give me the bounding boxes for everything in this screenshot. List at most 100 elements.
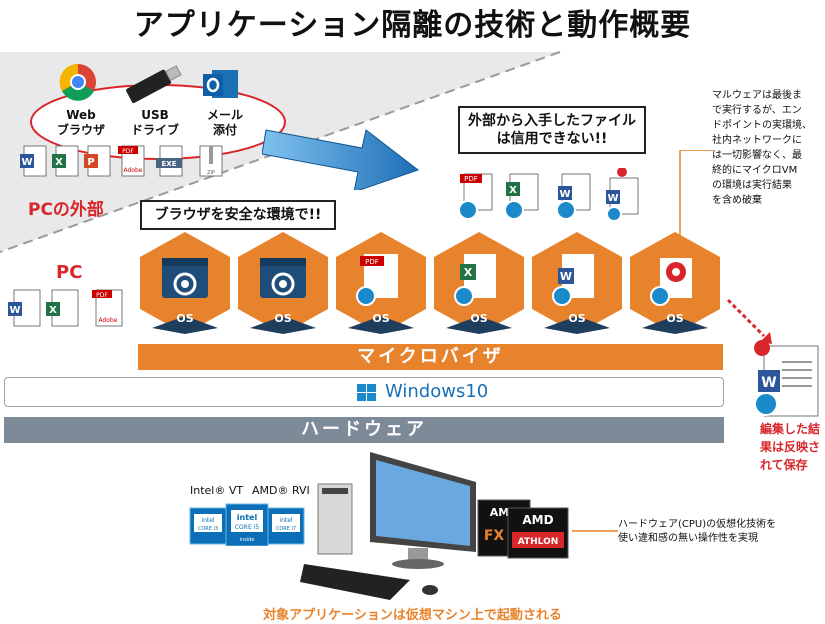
os-label: OS xyxy=(568,312,586,325)
malware-note-leader xyxy=(679,150,714,240)
pc-pdf-doc-icon: PDF Adobe xyxy=(92,289,123,327)
svg-text:intel: intel xyxy=(201,517,215,524)
saved-word-file: W xyxy=(754,340,819,417)
pdf-file-icon: PDF xyxy=(458,173,493,220)
pc-label: PC xyxy=(56,262,83,283)
svg-text:W: W xyxy=(559,189,570,200)
svg-text:Adobe: Adobe xyxy=(124,167,143,174)
svg-text:X: X xyxy=(49,305,57,316)
svg-text:X: X xyxy=(464,266,473,279)
mail-attachment-label: メール添付 xyxy=(206,108,243,137)
biohazard-icon xyxy=(650,258,692,306)
micro-vm-hex-4-excel-vm: X OS xyxy=(434,232,524,334)
chrome-icon xyxy=(59,63,96,101)
monitor xyxy=(370,452,476,569)
svg-text:W: W xyxy=(761,375,776,391)
svg-text:EXE: EXE xyxy=(162,160,177,168)
svg-text:PDF: PDF xyxy=(96,292,108,299)
mouse xyxy=(422,585,438,595)
amd-athlon-badge: AMD ATHLON xyxy=(507,507,569,559)
os-label: OS xyxy=(666,312,684,325)
keyboard xyxy=(300,564,410,600)
micro-vm-hex-1-browser-vm: OS xyxy=(140,232,230,334)
svg-text:W: W xyxy=(9,305,20,316)
word-file-icon: W xyxy=(556,173,591,220)
svg-text:PDF: PDF xyxy=(365,258,379,266)
amd-rvi-label: AMD® RVI xyxy=(252,484,310,497)
browser-window-icon xyxy=(260,258,306,298)
pc-excel-doc-icon: X xyxy=(46,289,79,327)
micro-vm-hex-2-browser-vm: OS xyxy=(238,232,328,334)
zip-file-icon: ZIP xyxy=(199,145,223,177)
svg-text:intel: intel xyxy=(237,513,258,522)
svg-text:PDF: PDF xyxy=(122,148,134,155)
infected-word-file-icon: W xyxy=(606,168,639,222)
browser-safe-callout: ブラウザを安全な環境で!! xyxy=(140,200,336,230)
powerpoint-doc-icon: P xyxy=(84,145,111,177)
windows-bar: Windows10 xyxy=(4,377,724,407)
outside-pc-label: PCの外部 xyxy=(28,200,104,220)
os-label: OS xyxy=(274,312,292,325)
incoming-files: PDF X W W xyxy=(458,168,639,222)
svg-text:CORE i5: CORE i5 xyxy=(235,524,259,531)
pc-tower xyxy=(317,483,353,555)
edit-result-text: 編集した結果は反映されて保存 xyxy=(760,422,821,472)
usb-drive-icon xyxy=(126,65,182,104)
desktop-computer-illustration xyxy=(300,452,476,600)
svg-text:W: W xyxy=(560,270,572,283)
svg-text:CORE i3: CORE i3 xyxy=(198,526,218,532)
excel-icon: X xyxy=(454,254,496,306)
svg-text:X: X xyxy=(55,157,63,168)
pdf-doc-icon: PDF Adobe xyxy=(118,145,145,177)
pdf-icon: PDF xyxy=(356,254,398,306)
svg-text:inside: inside xyxy=(240,537,255,543)
excel-doc-icon: X xyxy=(52,145,79,177)
windows-logo-icon xyxy=(357,384,376,401)
hardware-bar: ハードウェア xyxy=(4,417,724,443)
os-label: OS xyxy=(372,312,390,325)
pc-word-doc-icon: W xyxy=(8,289,41,327)
word-icon: W xyxy=(552,254,594,306)
svg-text:ZIP: ZIP xyxy=(207,170,215,176)
malware-note: マルウェアは最後まで実行するが、エンドポイントの実環境、社内ネットワークに は一… xyxy=(712,90,812,206)
cpu-note: ハードウェア(CPU)の仮想化技術を使い違和感の無い操作性を実現 xyxy=(618,519,777,544)
windows-label: Windows10 xyxy=(385,381,489,402)
excel-file-icon: X xyxy=(504,173,539,220)
svg-text:X: X xyxy=(509,185,517,196)
intel-vt-label: Intel® VT xyxy=(190,484,244,497)
svg-text:FX: FX xyxy=(484,528,505,544)
amd-chips: AMD FX AMD ATHLON xyxy=(477,499,569,559)
outside-documents: W X P PDF Adobe EXE ZIP xyxy=(20,145,223,177)
outlook-icon xyxy=(203,70,238,98)
svg-text:intel: intel xyxy=(279,517,293,524)
svg-text:P: P xyxy=(87,157,94,168)
svg-text:W: W xyxy=(21,157,32,168)
page-title: アプリケーション隔離の技術と動作概要 xyxy=(133,8,692,43)
svg-text:AMD: AMD xyxy=(522,513,553,527)
word-doc-icon: W xyxy=(20,145,47,177)
os-label: OS xyxy=(176,312,194,325)
os-label: OS xyxy=(470,312,488,325)
micro-vm-hex-5-word-vm: W OS xyxy=(532,232,622,334)
microvisor-bar: マイクロバイザ xyxy=(138,344,723,370)
browser-window-icon xyxy=(162,258,208,298)
incoming-arrow xyxy=(262,129,420,190)
micro-vm-hex-3-pdf-vm: PDF OS xyxy=(336,232,426,334)
exe-file-icon: EXE xyxy=(156,145,183,177)
footer-caption: 対象アプリケーションは仮想マシン上で起動される xyxy=(263,608,562,623)
pc-documents: W X PDF Adobe xyxy=(8,289,123,327)
micro-vm-hex-6-malware-vm: OS xyxy=(630,232,720,334)
svg-text:PDF: PDF xyxy=(464,175,478,183)
svg-text:Adobe: Adobe xyxy=(99,317,118,324)
untrusted-file-callout: 外部から入手したファイルは信用できない!! xyxy=(458,106,646,154)
svg-text:ATHLON: ATHLON xyxy=(518,537,559,547)
svg-text:CORE i7: CORE i7 xyxy=(276,526,296,532)
svg-text:W: W xyxy=(607,193,618,204)
cpu-note-leader xyxy=(572,530,618,532)
